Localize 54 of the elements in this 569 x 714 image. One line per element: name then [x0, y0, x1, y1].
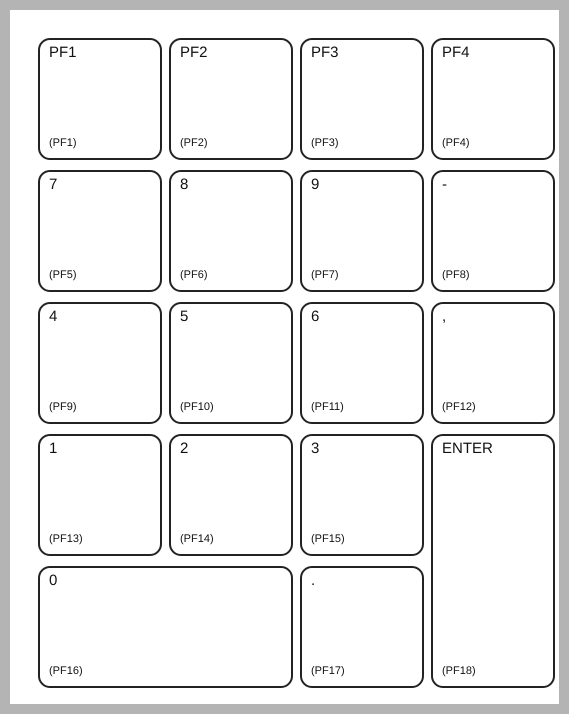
key-code-label: (PF13) [49, 533, 83, 546]
key-code-label: (PF18) [442, 665, 476, 678]
keypad-key [38, 170, 162, 292]
key-code-label: (PF7) [311, 269, 338, 282]
key-label: PF4 [442, 44, 470, 62]
keypad-key [38, 38, 162, 160]
key-code-label: (PF1) [49, 137, 76, 150]
key-code-label: (PF6) [180, 269, 208, 282]
keypad-key [38, 566, 293, 688]
key-label: , [442, 308, 446, 326]
keypad-key [431, 434, 555, 688]
key-code-label: (PF12) [442, 401, 476, 414]
keypad-key [169, 170, 293, 292]
key-label: 9 [311, 176, 320, 194]
keypad-key [169, 38, 293, 160]
key-label: 3 [311, 440, 320, 458]
key-code-label: (PF10) [180, 401, 214, 414]
key-code-label: (PF17) [311, 665, 345, 678]
key-label: 8 [180, 176, 188, 194]
keypad-key [300, 38, 424, 160]
key-label: 5 [180, 308, 188, 326]
key-label: 4 [49, 308, 58, 326]
key-label: PF2 [180, 44, 208, 62]
key-label: 7 [49, 176, 58, 194]
key-label: PF1 [49, 44, 77, 62]
keypad-key [38, 434, 162, 556]
key-code-label: (PF16) [49, 665, 83, 678]
key-label: PF3 [311, 44, 339, 62]
key-label: 6 [311, 308, 320, 326]
key-code-label: (PF2) [180, 137, 208, 150]
keypad-key [38, 302, 162, 424]
key-code-label: (PF14) [180, 533, 214, 546]
key-code-label: (PF4) [442, 137, 470, 150]
keypad-key [300, 434, 424, 556]
keypad-key [300, 170, 424, 292]
keypad-key [431, 38, 555, 160]
keypad-key [169, 434, 293, 556]
key-label: ENTER [442, 440, 493, 458]
key-label: - [442, 176, 447, 194]
key-code-label: (PF9) [49, 401, 76, 414]
key-label: 2 [180, 440, 188, 458]
keypad-key [300, 302, 424, 424]
key-code-label: (PF8) [442, 269, 470, 282]
key-label: 1 [49, 440, 58, 458]
key-label: 0 [49, 572, 58, 590]
key-code-label: (PF11) [311, 401, 344, 414]
keypad-key [431, 302, 555, 424]
key-code-label: (PF15) [311, 533, 345, 546]
key-code-label: (PF3) [311, 137, 338, 150]
keypad-key [431, 170, 555, 292]
keypad-key [300, 566, 424, 688]
key-code-label: (PF5) [49, 269, 76, 282]
key-label: . [311, 572, 316, 590]
keypad-key [169, 302, 293, 424]
